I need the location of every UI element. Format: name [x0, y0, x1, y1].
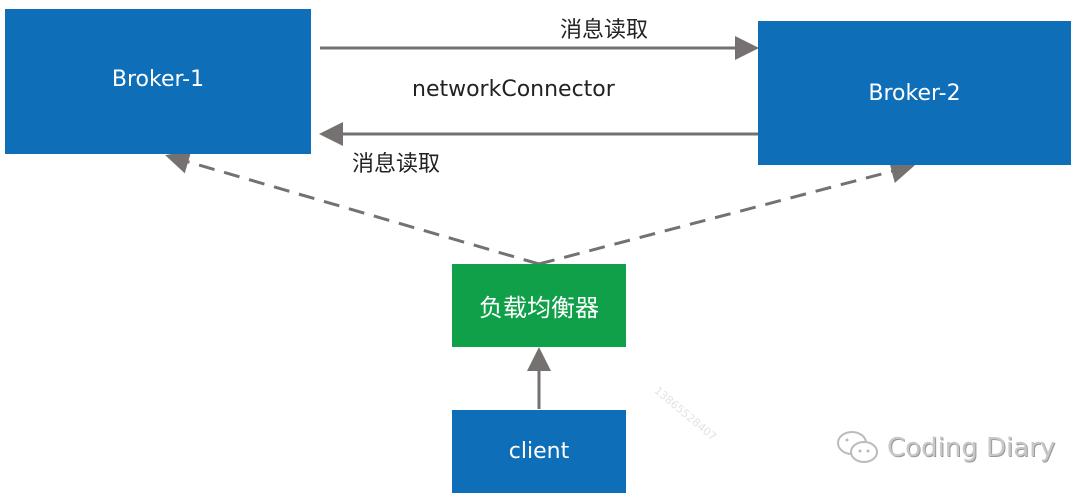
broker-1-node: Broker-1 [5, 9, 311, 154]
broker-2-label: Broker-2 [868, 80, 961, 106]
client-node: client [452, 410, 626, 493]
broker-2-node: Broker-2 [758, 21, 1071, 165]
bottom-edge-label: 消息读取 [352, 152, 441, 177]
network-connector-label: networkConnector [412, 77, 615, 102]
load-balancer-node: 负载均衡器 [452, 264, 626, 347]
watermark: Coding Diary [835, 428, 1055, 468]
wechat-icon [837, 431, 878, 463]
load-balancer-label: 负载均衡器 [479, 294, 599, 322]
watermark-brand: Coding Diary [887, 433, 1056, 463]
client-label: client [508, 439, 570, 464]
top-edge-label: 消息读取 [560, 18, 649, 43]
dashed-arrow-lb-to-broker2 [538, 159, 915, 266]
broker-1-label: Broker-1 [111, 67, 205, 92]
dashed-arrow-lb-to-broker1 [165, 150, 540, 266]
